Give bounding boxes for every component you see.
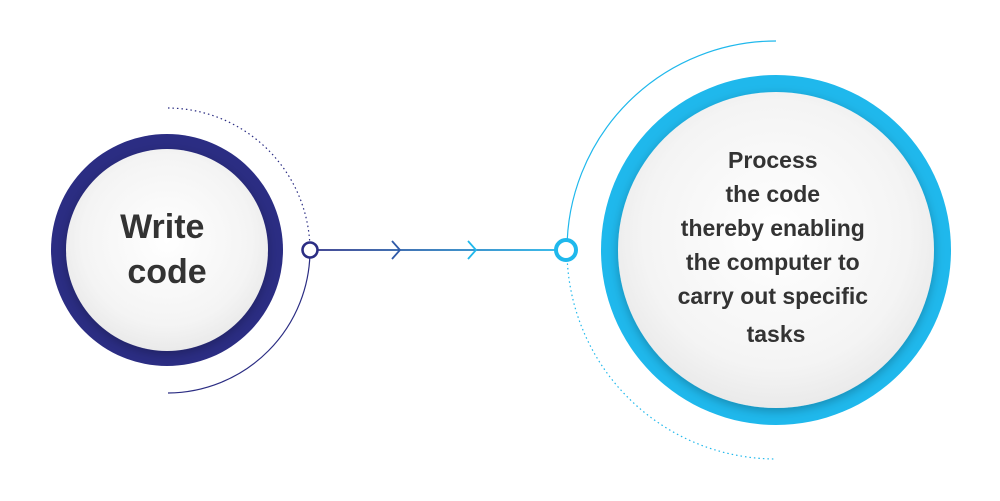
connector-start-node [301, 241, 319, 259]
arrow-icon-second [467, 240, 478, 260]
step-write-code-line: code [127, 253, 206, 291]
step-process-code-line: tasks [747, 321, 806, 347]
arrow-icon-first [391, 240, 402, 260]
step-process-code-line: the computer to [686, 249, 860, 275]
step-process-code-line: thereby enabling [681, 215, 865, 241]
left-decorative-arc [167, 107, 311, 394]
step-process-code-line: Process [728, 147, 818, 173]
step-process-code-inner [618, 92, 934, 408]
step-process-code-line: carry out specific [678, 283, 869, 309]
step-write-code-inner [66, 149, 268, 351]
step-write-code-line: Write [120, 208, 204, 246]
left-arc-solid [167, 249, 311, 394]
connector-end-node [554, 238, 578, 262]
connector [301, 238, 578, 262]
step-write-code: Write code [51, 134, 283, 366]
right-arc-solid [566, 40, 777, 251]
step-write-code-label: Write code [120, 208, 214, 291]
step-process-code-label: Process the code thereby enabling the co… [678, 147, 875, 347]
step-process-code: Process the code thereby enabling the co… [601, 75, 951, 425]
right-decorative-arc [566, 40, 777, 460]
step-process-code-line: the code [726, 181, 821, 207]
